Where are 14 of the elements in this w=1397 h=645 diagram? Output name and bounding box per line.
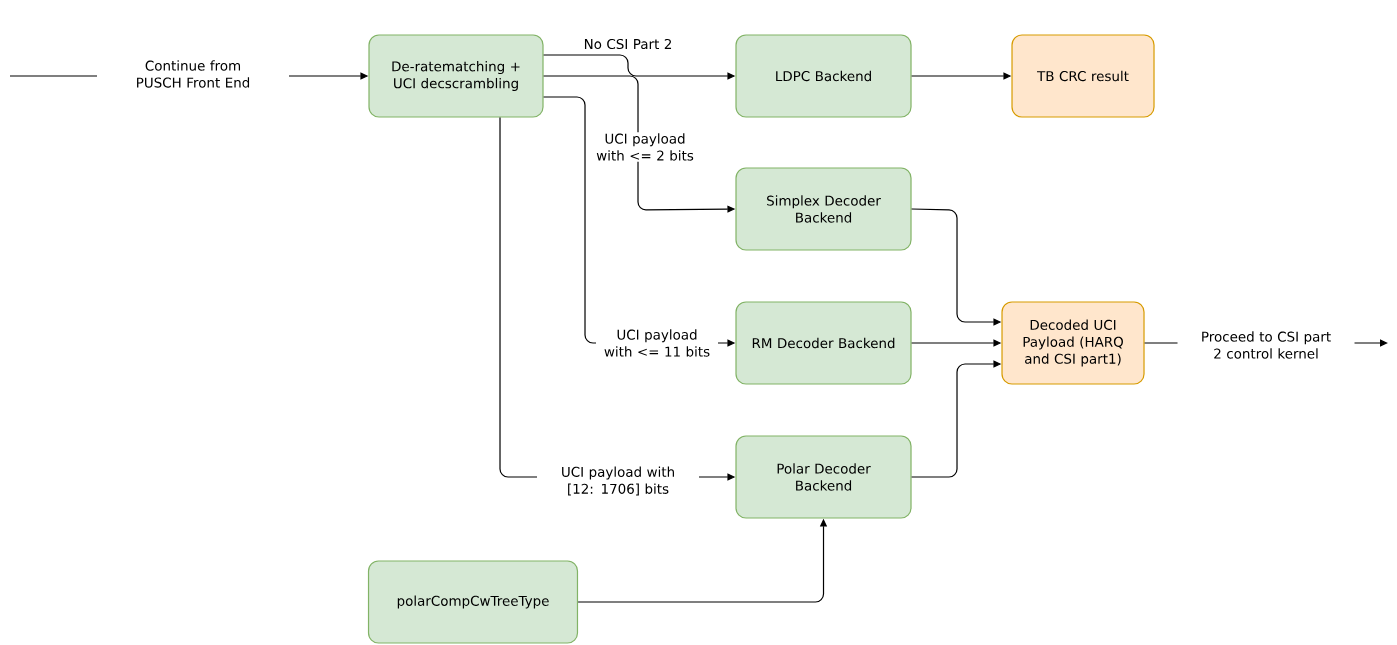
process-box: TB CRC result [1011, 34, 1155, 118]
process-box: De-ratematching + UCI decscrambling [368, 34, 544, 118]
edge-label: No CSI Part 2 [584, 38, 672, 50]
edge-label: UCI payload with <= 11 bits [596, 328, 718, 358]
edge-label: Proceed to CSI part 2 control kernel [1177, 330, 1355, 360]
process-box: LDPC Backend [735, 34, 912, 118]
edge-label: UCI payload with <= 2 bits [588, 132, 702, 162]
edge-label: Continue from PUSCH Front End [97, 59, 289, 89]
process-box: polarCompCwTreeType [367, 560, 579, 644]
edge-label: UCI payload with [12: 1706] bits [537, 465, 699, 497]
process-box: Simplex Decoder Backend [735, 167, 912, 251]
process-box: Polar Decoder Backend [735, 435, 912, 519]
process-box: RM Decoder Backend [735, 301, 912, 385]
process-box: Decoded UCI Payload (HARQ and CSI part1) [1001, 301, 1145, 385]
